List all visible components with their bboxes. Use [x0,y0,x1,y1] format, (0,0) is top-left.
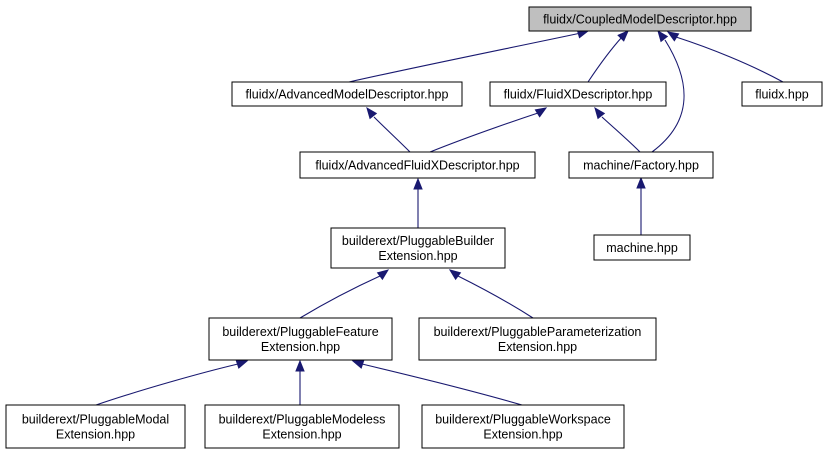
edge-n4-n1 [366,106,411,153]
node-box [204,404,400,449]
node-label: Extension.hpp [261,340,340,354]
edge-n9-n6 [448,269,534,319]
node-label: Extension.hpp [262,428,341,442]
node-label: machine/Factory.hpp [583,159,699,173]
arrowhead-icon [351,359,365,369]
node-label: machine.hpp [606,241,678,255]
arrowhead-icon [376,269,390,281]
edge-n5-n0 [651,29,685,153]
edge-line [95,363,239,406]
edge-n8-n6 [299,269,390,319]
node-box [418,317,657,361]
node-box [208,317,393,361]
file-node[interactable]: fluidx.hpp [741,81,823,107]
node-box [489,81,667,107]
arrowhead-icon [636,176,646,189]
file-node[interactable]: fluidx/FluidXDescriptor.hpp [489,81,667,107]
node-label: fluidx/FluidXDescriptor.hpp [504,88,653,102]
edge-line [587,36,623,83]
arrowhead-icon [657,29,669,43]
root-file-node: fluidx/CoupledModelDescriptor.hpp [528,6,752,32]
node-label: builderext/PluggableParameterization [434,325,642,339]
edge-line [457,275,534,319]
node-label: fluidx/AdvancedModelDescriptor.hpp [246,88,449,102]
node-label: fluidx/AdvancedFluidXDescriptor.hpp [315,159,519,173]
node-box [330,227,506,269]
edge-n10-n8 [95,359,249,406]
node-box [528,6,752,32]
edge-n5-n2 [594,106,641,153]
edge-line [299,275,381,319]
node-label: Extension.hpp [56,428,135,442]
arrowhead-icon [617,30,629,42]
arrowhead-icon [295,359,305,372]
arrowhead-icon [594,106,606,120]
node-box [231,81,463,107]
edge-n7-n5 [636,176,646,235]
node-box [568,151,714,179]
node-label: builderext/PluggableBuilder [342,234,494,248]
edge-n6-n4 [413,177,423,228]
edge-line [373,116,411,153]
edge-line [651,39,685,153]
file-node[interactable]: machine.hpp [593,234,691,261]
node-label: builderext/PluggableWorkspace [435,413,611,427]
edges-layer [95,29,784,406]
arrowhead-icon [366,106,378,120]
node-box [299,151,536,179]
node-box [593,234,691,261]
edge-n4-n2 [429,107,548,153]
edge-line [361,363,523,406]
edge-n3-n0 [666,31,784,83]
file-node[interactable]: fluidx/AdvancedModelDescriptor.hpp [231,81,463,107]
nodes-layer: fluidx/CoupledModelDescriptor.hpp fluidx/… [5,6,823,449]
edge-n12-n8 [351,359,523,406]
node-box [421,404,625,449]
node-box [5,404,186,449]
edge-n2-n0 [587,30,629,83]
arrowhead-icon [666,31,680,42]
edge-line [601,116,641,153]
edge-n1-n0 [348,29,590,83]
edge-line [429,112,539,153]
file-node[interactable]: builderext/PluggableModelessExtension.hp… [204,404,400,449]
node-box [741,81,823,107]
node-label: builderext/PluggableModal [22,413,169,427]
file-node[interactable]: machine/Factory.hpp [568,151,714,179]
arrowhead-icon [448,269,462,281]
edge-n11-n8 [295,359,305,405]
arrowhead-icon [235,359,249,369]
node-label: builderext/PluggableModeless [219,413,386,427]
edge-line [675,36,784,83]
edge-line [348,32,582,83]
node-label: Extension.hpp [498,340,577,354]
node-label: fluidx/CoupledModelDescriptor.hpp [543,13,737,27]
arrowhead-icon [413,177,423,190]
file-node[interactable]: builderext/PluggableParameterizationExte… [418,317,657,361]
file-node[interactable]: builderext/PluggableWorkspaceExtension.h… [421,404,625,449]
node-label: Extension.hpp [483,428,562,442]
arrowhead-icon [534,107,548,118]
node-label: Extension.hpp [378,249,457,263]
node-label: fluidx.hpp [755,88,809,102]
file-node[interactable]: fluidx/AdvancedFluidXDescriptor.hpp [299,151,536,179]
node-label: builderext/PluggableFeature [222,325,378,339]
